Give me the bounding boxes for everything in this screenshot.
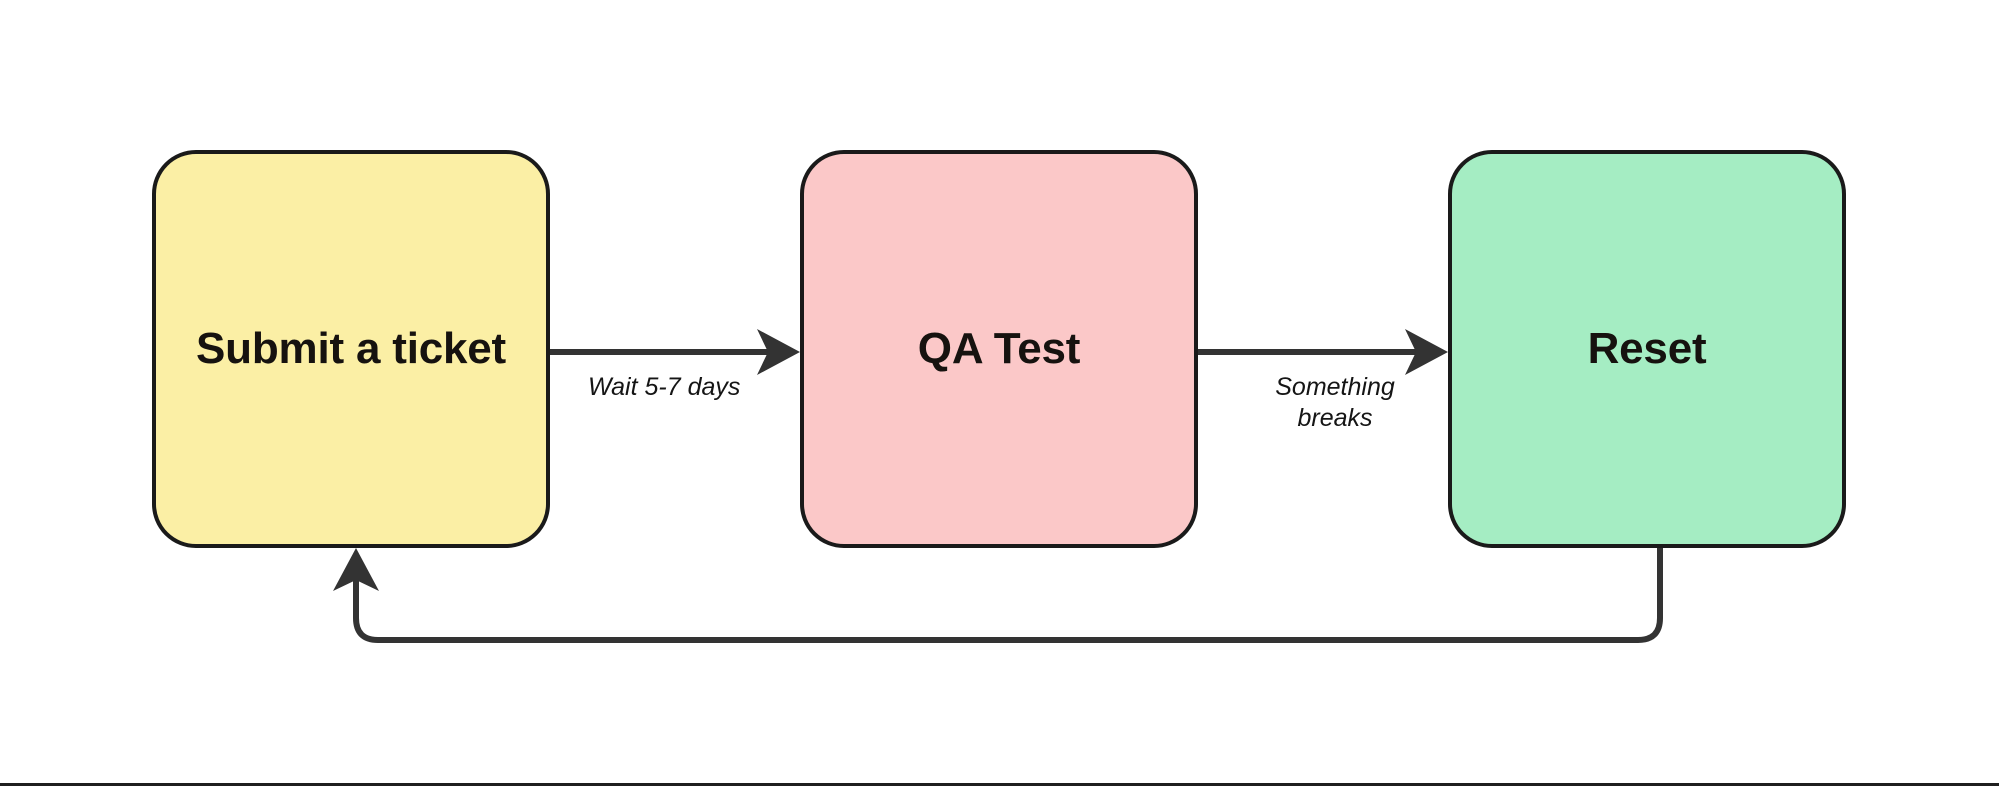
node-submit-a-ticket-label: Submit a ticket: [196, 323, 506, 373]
edge-label-something-breaks: Something breaks: [1250, 372, 1420, 435]
edge-qa-to-reset-arrowhead: [1405, 329, 1448, 375]
edge-reset-to-submit-path: [353, 548, 1663, 643]
node-reset[interactable]: Reset: [1448, 150, 1846, 548]
edge-qa-to-reset: [1198, 329, 1448, 375]
edge-reset-to-submit-arrowhead: [333, 548, 379, 591]
edge-submit-to-qa-arrowhead: [757, 329, 800, 375]
node-qa-test-label: QA Test: [917, 323, 1081, 373]
edge-submit-to-qa: [550, 329, 800, 375]
bottom-divider-rule: [0, 783, 1999, 786]
edge-label-wait-5-7-days: Wait 5-7 days: [588, 373, 741, 401]
node-reset-label: Reset: [1587, 323, 1707, 373]
edge-reset-to-submit: [333, 548, 1663, 643]
edge-label-something-breaks-line2: breaks: [1297, 404, 1373, 433]
node-submit-a-ticket[interactable]: Submit a ticket: [152, 150, 550, 548]
edge-label-something-breaks-line1: Something: [1275, 373, 1395, 401]
node-qa-test[interactable]: QA Test: [800, 150, 1198, 548]
